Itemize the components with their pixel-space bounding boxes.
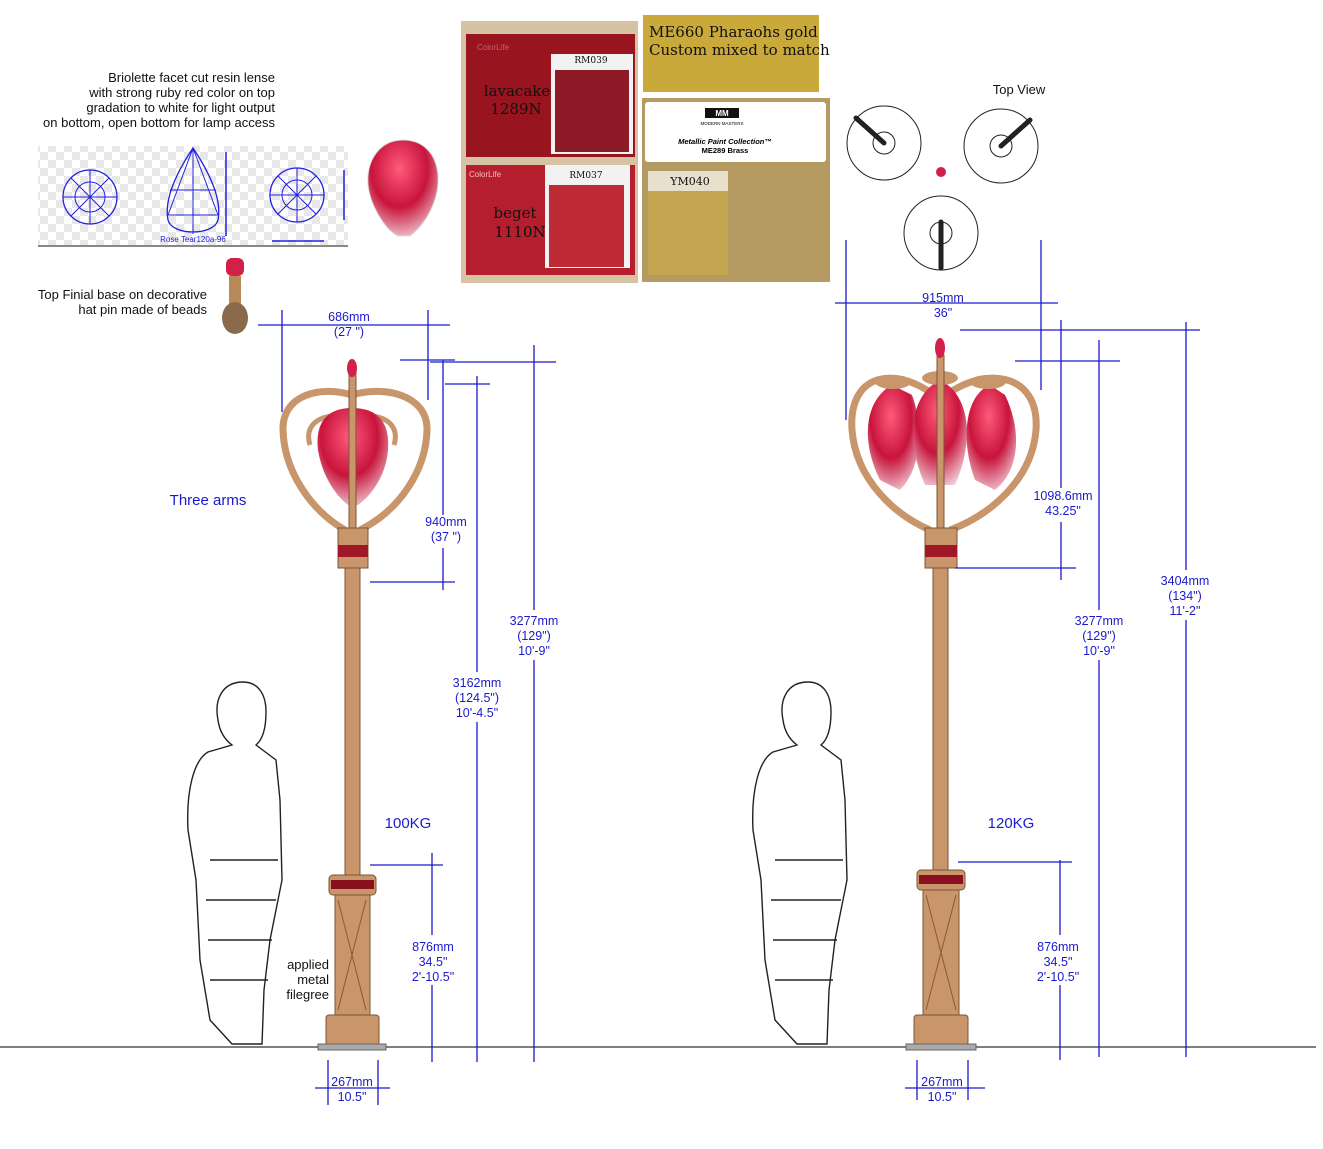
lamp-left bbox=[279, 359, 431, 1051]
svg-text:36": 36" bbox=[934, 306, 952, 320]
svg-text:ColorLife: ColorLife bbox=[469, 170, 502, 179]
svg-text:11'-2": 11'-2" bbox=[1170, 604, 1201, 618]
svg-text:3277mm: 3277mm bbox=[510, 614, 559, 628]
svg-text:3162mm: 3162mm bbox=[453, 676, 502, 690]
svg-text:3277mm: 3277mm bbox=[1075, 614, 1124, 628]
svg-text:gradation to white for light o: gradation to white for light output bbox=[86, 100, 275, 115]
filigree-note: applied metal filegree bbox=[286, 957, 329, 1002]
svg-text:Top View: Top View bbox=[993, 82, 1046, 97]
svg-text:1098.6mm: 1098.6mm bbox=[1033, 489, 1092, 503]
svg-text:(124.5"): (124.5") bbox=[455, 691, 499, 705]
svg-text:ME289 Brass: ME289 Brass bbox=[702, 146, 749, 155]
svg-text:34.5": 34.5" bbox=[419, 955, 448, 969]
svg-text:3404mm: 3404mm bbox=[1161, 574, 1210, 588]
svg-text:2'-10.5": 2'-10.5" bbox=[412, 970, 454, 984]
dimension-text-right: 915mm 36" 1098.6mm 43.25" 3277mm (129") … bbox=[921, 291, 1209, 1104]
svg-text:YM040: YM040 bbox=[669, 175, 710, 188]
svg-text:(27 "): (27 ") bbox=[334, 325, 364, 339]
svg-text:filegree: filegree bbox=[286, 987, 329, 1002]
svg-text:(129"): (129") bbox=[1082, 629, 1116, 643]
svg-text:686mm: 686mm bbox=[328, 310, 370, 324]
svg-text:10'-4.5": 10'-4.5" bbox=[456, 706, 498, 720]
ruby-lens-image bbox=[367, 139, 439, 237]
svg-text:2'-10.5": 2'-10.5" bbox=[1037, 970, 1079, 984]
finial-bead-image bbox=[222, 258, 248, 334]
top-view: Top View bbox=[846, 82, 1046, 271]
svg-text:10'-9": 10'-9" bbox=[518, 644, 550, 658]
svg-text:RM039: RM039 bbox=[574, 56, 607, 66]
svg-text:Custom mixed to match: Custom mixed to match bbox=[649, 41, 830, 59]
svg-text:beget: beget bbox=[494, 204, 537, 222]
svg-text:metal: metal bbox=[297, 972, 329, 987]
dimension-lines-right bbox=[835, 240, 1200, 1100]
svg-text:Rose Tear120a-96: Rose Tear120a-96 bbox=[160, 235, 226, 244]
svg-text:(134"): (134") bbox=[1168, 589, 1202, 603]
svg-text:1110N: 1110N bbox=[494, 223, 545, 241]
svg-text:(129"): (129") bbox=[517, 629, 551, 643]
svg-text:267mm: 267mm bbox=[331, 1075, 373, 1089]
weight-right: 120KG bbox=[988, 815, 1035, 832]
swatch-brass: MM MODERN MASTERS Metallic Paint Collect… bbox=[642, 98, 830, 282]
svg-text:on bottom, open bottom for lam: on bottom, open bottom for lamp access bbox=[43, 115, 275, 130]
svg-text:10.5": 10.5" bbox=[338, 1090, 367, 1104]
dimension-lines-left bbox=[258, 310, 556, 1105]
weight-left: 100KG bbox=[385, 815, 432, 832]
finial-note: Top Finial base on decorative hat pin ma… bbox=[38, 287, 208, 317]
svg-text:RM037: RM037 bbox=[569, 171, 602, 181]
svg-text:34.5": 34.5" bbox=[1044, 955, 1073, 969]
lamp-right bbox=[848, 338, 1040, 1051]
svg-text:267mm: 267mm bbox=[921, 1075, 963, 1089]
svg-text:ColorLife: ColorLife bbox=[477, 43, 510, 52]
svg-text:940mm: 940mm bbox=[425, 515, 467, 529]
svg-text:10.5": 10.5" bbox=[928, 1090, 957, 1104]
three-arms-label: Three arms bbox=[170, 492, 247, 509]
lens-note: Briolette facet cut resin lense with str… bbox=[43, 70, 275, 130]
svg-text:Top Finial base on decorative: Top Finial base on decorative bbox=[38, 287, 207, 302]
svg-text:with strong ruby red color on: with strong ruby red color on top bbox=[88, 85, 275, 100]
svg-text:applied: applied bbox=[287, 957, 329, 972]
swatch-gold: ME660 Pharaohs gold Custom mixed to matc… bbox=[643, 15, 830, 92]
svg-text:1289N: 1289N bbox=[490, 100, 541, 118]
svg-text:(37 "): (37 ") bbox=[431, 530, 461, 544]
human-figure-right bbox=[751, 681, 848, 1045]
svg-text:MM: MM bbox=[715, 109, 729, 118]
gem-facet-diagram: Rose Tear120a-96 bbox=[38, 146, 348, 247]
svg-text:915mm: 915mm bbox=[922, 291, 964, 305]
svg-text:876mm: 876mm bbox=[1037, 940, 1079, 954]
svg-text:876mm: 876mm bbox=[412, 940, 454, 954]
svg-text:10'-9": 10'-9" bbox=[1083, 644, 1115, 658]
dimension-text-left: 686mm (27 ") 940mm (37 ") 3162mm (124.5"… bbox=[328, 310, 558, 1104]
svg-text:hat pin made of beads: hat pin made of beads bbox=[78, 302, 207, 317]
swatch-board-red: ColorLife RM039 lavacake 1289N ColorLife… bbox=[461, 21, 638, 283]
svg-text:Metallic Paint Collection™: Metallic Paint Collection™ bbox=[678, 137, 772, 146]
svg-text:ME660 Pharaohs gold: ME660 Pharaohs gold bbox=[649, 23, 818, 41]
svg-text:43.25": 43.25" bbox=[1045, 504, 1081, 518]
svg-text:lavacake: lavacake bbox=[484, 82, 551, 100]
human-figure-left bbox=[186, 681, 283, 1045]
svg-text:Briolette facet cut resin lens: Briolette facet cut resin lense bbox=[108, 70, 275, 85]
svg-text:MODERN MASTERS: MODERN MASTERS bbox=[700, 121, 743, 126]
